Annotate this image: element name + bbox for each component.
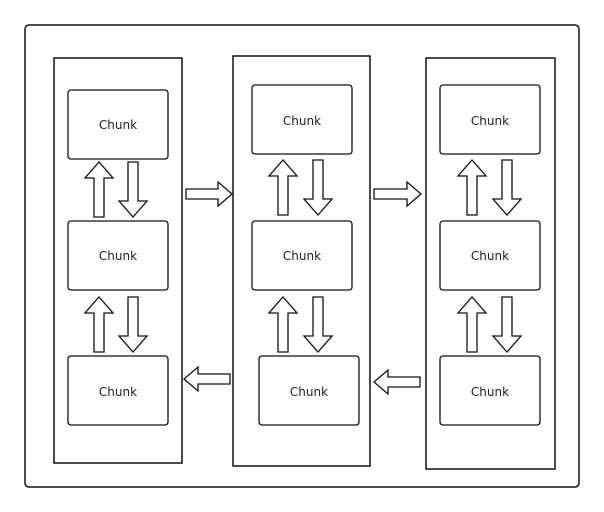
chunk-label: Chunk: [290, 385, 328, 399]
arrow-down-icon: [117, 161, 149, 218]
chunk-label: Chunk: [283, 114, 321, 128]
chunk-box: Chunk: [439, 84, 541, 155]
chunk-label: Chunk: [471, 385, 509, 399]
chunk-label: Chunk: [99, 249, 137, 263]
arrow-down-icon: [491, 296, 523, 353]
arrow-right-icon: [373, 180, 422, 208]
chunk-label: Chunk: [283, 249, 321, 263]
chunk-box: Chunk: [258, 355, 360, 426]
arrow-right-icon: [185, 180, 233, 208]
chunk-label: Chunk: [99, 118, 137, 132]
arrow-up-icon: [267, 159, 299, 216]
chunk-label: Chunk: [471, 249, 509, 263]
chunk-box: Chunk: [439, 220, 541, 291]
chunk-label: Chunk: [471, 114, 509, 128]
arrow-up-icon: [267, 296, 299, 353]
arrow-up-icon: [83, 296, 115, 353]
chunk-box: Chunk: [67, 220, 169, 291]
arrow-down-icon: [491, 159, 523, 216]
arrow-up-icon: [83, 161, 115, 218]
arrow-down-icon: [302, 296, 334, 353]
arrow-down-icon: [117, 296, 149, 353]
chunk-box: Chunk: [251, 84, 353, 155]
chunk-box: Chunk: [67, 355, 169, 426]
arrow-up-icon: [456, 159, 488, 216]
arrow-left-icon: [183, 365, 231, 393]
arrow-up-icon: [456, 296, 488, 353]
chunk-label: Chunk: [99, 385, 137, 399]
chunk-box: Chunk: [67, 89, 169, 160]
chunk-box: Chunk: [251, 220, 353, 291]
chunk-box: Chunk: [439, 355, 541, 426]
arrow-left-icon: [373, 368, 421, 396]
arrow-down-icon: [302, 159, 334, 216]
